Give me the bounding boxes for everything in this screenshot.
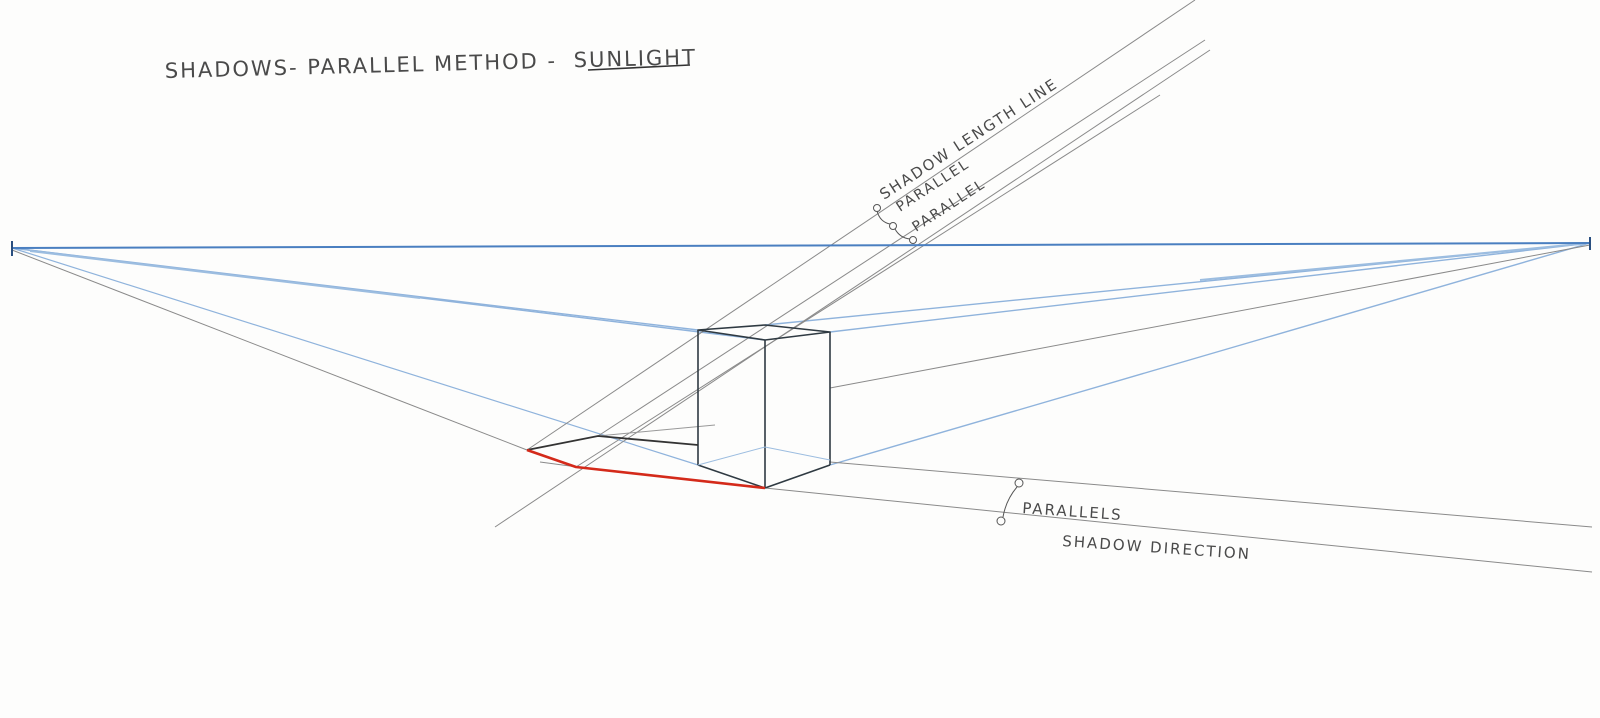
shadow-direction-annotations: PARALLELS SHADOW DIRECTION bbox=[996, 478, 1252, 563]
label-parallels: PARALLELS bbox=[1022, 499, 1124, 524]
bracket-connector bbox=[894, 228, 911, 240]
box-object bbox=[697, 324, 831, 489]
shadow-top-edge bbox=[526, 435, 699, 451]
shadow-outline-red bbox=[526, 448, 766, 490]
label-shadow-direction: SHADOW DIRECTION bbox=[1062, 532, 1252, 563]
left-vp-perspective-lines bbox=[11, 247, 766, 466]
marker-circle bbox=[996, 516, 1006, 526]
bracket-connector bbox=[876, 210, 891, 225]
title-text: SHADOWS- PARALLEL METHOD - SUNLIGHT bbox=[165, 45, 698, 83]
marker-circle bbox=[873, 204, 881, 212]
graphite-construction-lines bbox=[11, 0, 1593, 573]
marker-circle bbox=[1014, 478, 1024, 488]
horizon-line bbox=[11, 237, 1591, 256]
bracket-connector bbox=[1002, 486, 1018, 518]
box-hidden-edges bbox=[697, 446, 831, 466]
right-vp-perspective-lines bbox=[764, 242, 1591, 466]
title: SHADOWS- PARALLEL METHOD - SUNLIGHT bbox=[165, 45, 698, 83]
marker-circle bbox=[889, 222, 897, 230]
title-underline bbox=[587, 64, 691, 71]
marker-circle bbox=[909, 236, 917, 244]
